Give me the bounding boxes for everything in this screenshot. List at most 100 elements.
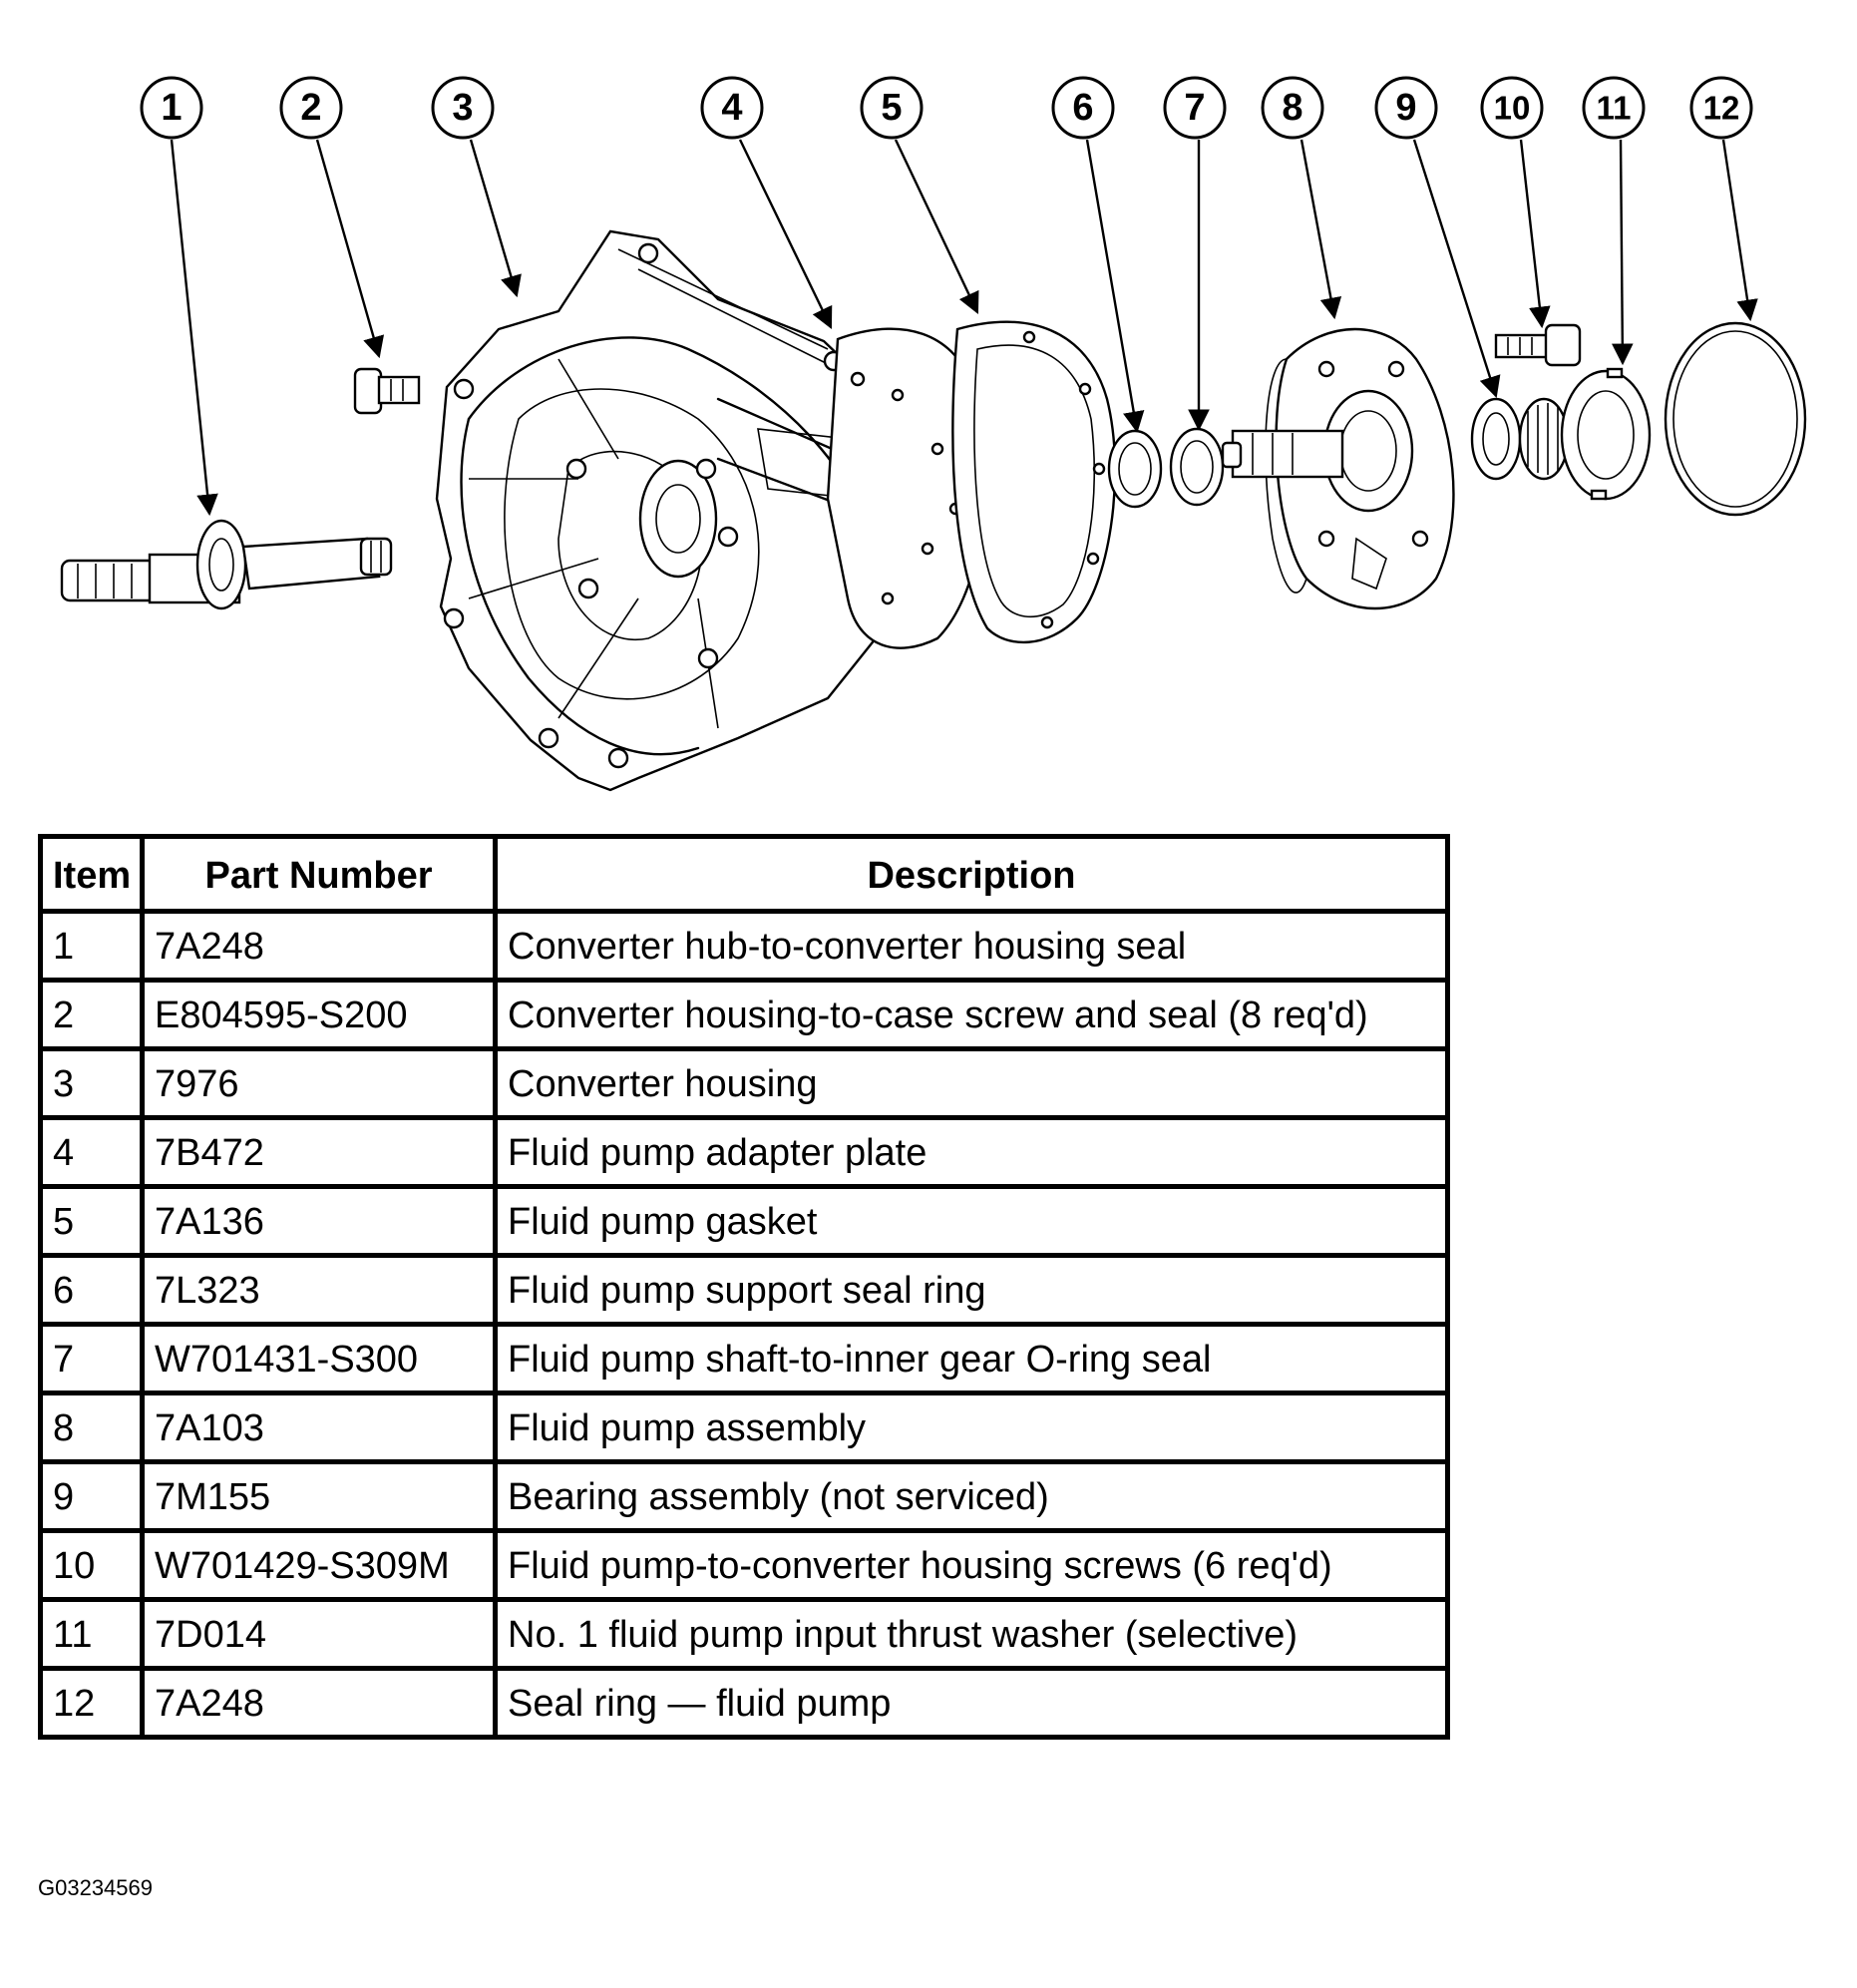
callout-label: 11 [1597, 90, 1632, 127]
cell-description: Fluid pump gasket [493, 1184, 1450, 1258]
header-description: Description [493, 834, 1450, 914]
header-item: Item [38, 834, 145, 914]
cell-part-number: 7A103 [140, 1391, 498, 1464]
pump-gasket-icon [951, 320, 1117, 644]
callout-label: 1 [161, 87, 182, 129]
leader-2 [315, 139, 385, 359]
cell-part-number: 7D014 [140, 1597, 498, 1671]
cell-part-number: 7A248 [140, 1666, 498, 1740]
cell-item: 12 [38, 1666, 145, 1740]
cell-description: Fluid pump support seal ring [493, 1253, 1450, 1327]
leader-4 [738, 139, 833, 329]
support-seal-ring-icon [1107, 429, 1163, 509]
cell-description: No. 1 fluid pump input thrust washer (se… [493, 1597, 1450, 1671]
cell-item: 6 [38, 1253, 145, 1327]
table-row: 10 W701429-S309M Fluid pump-to-converter… [38, 1528, 1450, 1602]
cell-item: 11 [38, 1597, 145, 1671]
cell-part-number: 7L323 [140, 1253, 498, 1327]
callout-label: 5 [881, 87, 902, 129]
converter-housing-icon [435, 229, 900, 792]
cell-description: Seal ring — fluid pump [493, 1666, 1450, 1740]
table-row: 5 7A136 Fluid pump gasket [38, 1184, 1450, 1258]
callout-label: 10 [1494, 90, 1531, 127]
o-ring-seal-icon [1169, 427, 1225, 507]
leader-5 [894, 139, 979, 314]
header-part-number: Part Number [140, 834, 498, 914]
callout-11: 11 [1582, 76, 1646, 140]
cell-item: 10 [38, 1528, 145, 1602]
cell-part-number: W701431-S300 [140, 1322, 498, 1395]
callout-3: 3 [431, 76, 495, 140]
cell-item: 7 [38, 1322, 145, 1395]
table-row: 1 7A248 Converter hub-to-converter housi… [38, 909, 1450, 983]
adapter-plate-icon [826, 327, 986, 649]
cell-item: 3 [38, 1046, 145, 1120]
table-row: 3 7976 Converter housing [38, 1046, 1450, 1120]
callouts: 1 2 3 4 5 6 7 8 9 10 11 12 [140, 76, 1753, 140]
callout-4: 4 [700, 76, 764, 140]
callout-label: 8 [1282, 87, 1302, 129]
cell-description: Fluid pump adapter plate [493, 1115, 1450, 1189]
callout-2: 2 [279, 76, 343, 140]
cell-description: Fluid pump shaft-to-inner gear O-ring se… [493, 1322, 1450, 1395]
fluid-pump-assembly-icon [1221, 327, 1455, 610]
table-row: 7 W701431-S300 Fluid pump shaft-to-inner… [38, 1322, 1450, 1395]
callout-8: 8 [1261, 76, 1324, 140]
cell-description: Bearing assembly (not serviced) [493, 1459, 1450, 1533]
callout-label: 7 [1184, 87, 1205, 129]
callout-6: 6 [1051, 76, 1115, 140]
cell-description: Fluid pump-to-converter housing screws (… [493, 1528, 1450, 1602]
leader-6 [1085, 139, 1145, 434]
cell-item: 8 [38, 1391, 145, 1464]
callout-9: 9 [1374, 76, 1438, 140]
table-row: 4 7B472 Fluid pump adapter plate [38, 1115, 1450, 1189]
callout-1: 1 [140, 76, 203, 140]
callout-5: 5 [860, 76, 924, 140]
thrust-washer-icon [1560, 367, 1652, 501]
cell-part-number: E804595-S200 [140, 978, 498, 1051]
leader-12 [1721, 139, 1758, 322]
parts-table: Item Part Number Description 1 7A248 Con… [38, 834, 1450, 1740]
callout-7: 7 [1163, 76, 1227, 140]
cell-description: Converter hub-to-converter housing seal [493, 909, 1450, 983]
table-row: 9 7M155 Bearing assembly (not serviced) [38, 1459, 1450, 1533]
callout-12: 12 [1689, 76, 1753, 140]
housing-screw-icon [353, 367, 421, 415]
cell-item: 9 [38, 1459, 145, 1533]
cell-part-number: 7M155 [140, 1459, 498, 1533]
cell-item: 5 [38, 1184, 145, 1258]
table-row: 2 E804595-S200 Converter housing-to-case… [38, 978, 1450, 1051]
pump-seal-ring-icon [1664, 321, 1807, 517]
bearing-assembly-icon [1470, 397, 1570, 481]
cell-item: 4 [38, 1115, 145, 1189]
cell-description: Converter housing-to-case screw and seal… [493, 978, 1450, 1051]
cell-item: 2 [38, 978, 145, 1051]
callout-10: 10 [1480, 76, 1544, 140]
table-row: 12 7A248 Seal ring — fluid pump [38, 1666, 1450, 1740]
cell-item: 1 [38, 909, 145, 983]
callout-label: 4 [721, 87, 742, 129]
leader-11 [1612, 139, 1634, 366]
figure-id: G03234569 [38, 1875, 153, 1900]
cell-part-number: 7976 [140, 1046, 498, 1120]
exploded-view-diagram: 1 2 3 4 5 6 7 8 9 10 11 12 [60, 76, 1807, 792]
callout-label: 9 [1395, 87, 1416, 129]
leader-3 [469, 139, 522, 298]
callout-label: 12 [1703, 90, 1740, 127]
table-header-row: Item Part Number Description [38, 834, 1450, 914]
leader-lines [170, 139, 1758, 517]
input-shaft-icon [60, 519, 393, 610]
table-row: 11 7D014 No. 1 fluid pump input thrust w… [38, 1597, 1450, 1671]
table-row: 6 7L323 Fluid pump support seal ring [38, 1253, 1450, 1327]
callout-label: 2 [300, 87, 321, 129]
table-row: 8 7A103 Fluid pump assembly [38, 1391, 1450, 1464]
cell-part-number: 7A248 [140, 909, 498, 983]
cell-part-number: 7B472 [140, 1115, 498, 1189]
cell-description: Fluid pump assembly [493, 1391, 1450, 1464]
cell-part-number: W701429-S309M [140, 1528, 498, 1602]
leader-1 [170, 139, 218, 517]
cell-part-number: 7A136 [140, 1184, 498, 1258]
callout-label: 3 [452, 87, 473, 129]
callout-label: 6 [1072, 87, 1093, 129]
leader-8 [1300, 139, 1342, 320]
